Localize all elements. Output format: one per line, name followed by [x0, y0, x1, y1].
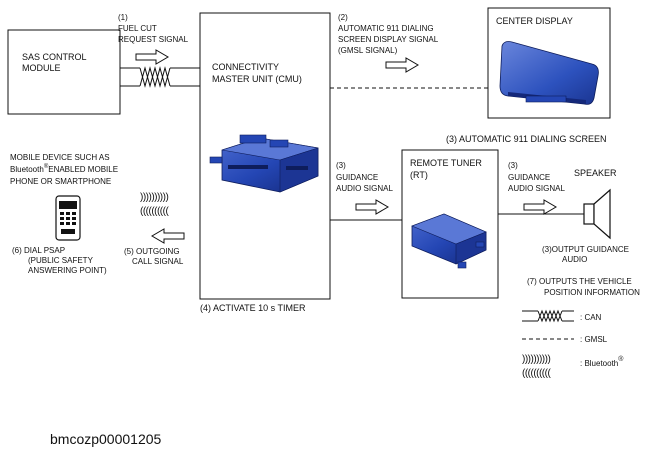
svg-text:(3): (3): [336, 161, 346, 170]
signal-2-label: (2) AUTOMATIC 911 DIALING SCREEN DISPLAY…: [338, 13, 439, 55]
svg-text:GUIDANCE: GUIDANCE: [508, 173, 550, 182]
bluetooth-waves: )))))))))) ((((((((((: [140, 192, 170, 217]
mobile-device-label: MOBILE DEVICE SUCH AS Bluetooth®ENABLED …: [10, 153, 118, 186]
image-code: bmcozp00001205: [50, 431, 162, 447]
svg-text:AUDIO: AUDIO: [562, 255, 587, 264]
svg-text:PHONE OR SMARTPHONE: PHONE OR SMARTPHONE: [10, 177, 111, 186]
svg-text:)))))))))): )))))))))): [140, 192, 168, 203]
svg-text:Bluetooth®ENABLED MOBILE: Bluetooth®ENABLED MOBILE: [10, 163, 118, 174]
signal-1-arrow: [135, 49, 169, 65]
svg-text:((((((((((: ((((((((((: [522, 368, 551, 379]
svg-text:SAS CONTROL: SAS CONTROL: [22, 52, 87, 62]
signal-5-label: (5) OUTGOING CALL SIGNAL: [124, 247, 184, 266]
svg-text:CALL SIGNAL: CALL SIGNAL: [132, 257, 184, 266]
svg-text:POSITION INFORMATION: POSITION INFORMATION: [544, 288, 640, 297]
svg-text:(3): (3): [508, 161, 518, 170]
legend-can-label: : CAN: [580, 313, 602, 322]
legend-can-symbol: [522, 309, 574, 323]
svg-text:GUIDANCE: GUIDANCE: [336, 173, 378, 182]
sas-control-module: SAS CONTROL MODULE: [7, 29, 121, 115]
svg-text:(7) OUTPUTS THE VEHICLE: (7) OUTPUTS THE VEHICLE: [527, 277, 632, 286]
signal-3-guidance-rt-label: (3) GUIDANCE AUDIO SIGNAL: [508, 161, 565, 193]
cmu-device-illustration: [209, 134, 319, 193]
svg-text:AUTOMATIC 911 DIALING: AUTOMATIC 911 DIALING: [338, 24, 434, 33]
signal-3-arrow-cmu-rt: [355, 199, 389, 215]
can-line-sas-cmu: [120, 66, 200, 88]
svg-text:(5) OUTGOING: (5) OUTGOING: [124, 247, 180, 256]
svg-text:AUDIO SIGNAL: AUDIO SIGNAL: [508, 184, 565, 193]
svg-text:((((((((((: ((((((((((: [140, 206, 169, 217]
speaker: SPEAKER: [574, 168, 617, 178]
smartphone-icon: [55, 195, 81, 241]
svg-text:MASTER UNIT (CMU): MASTER UNIT (CMU): [212, 74, 302, 84]
svg-text:(1): (1): [118, 13, 128, 22]
svg-text:REQUEST SIGNAL: REQUEST SIGNAL: [118, 35, 189, 44]
svg-text:CENTER DISPLAY: CENTER DISPLAY: [496, 16, 573, 26]
legend: : CAN : GMSL )))))))))) (((((((((( : Blu…: [522, 309, 624, 379]
signal-3-arrow-rt-speaker: [523, 199, 557, 215]
svg-text:CONNECTIVITY: CONNECTIVITY: [212, 62, 279, 72]
svg-text:MOBILE DEVICE SUCH AS: MOBILE DEVICE SUCH AS: [10, 153, 110, 162]
svg-text:(6) DIAL PSAP: (6) DIAL PSAP: [12, 246, 65, 255]
speaker-icon: [583, 188, 611, 240]
signal-7-label: (7) OUTPUTS THE VEHICLE POSITION INFORMA…: [527, 277, 640, 297]
center-display: CENTER DISPLAY: [487, 7, 611, 119]
signal-3-output-label: (3)OUTPUT GUIDANCE AUDIO: [542, 245, 629, 264]
legend-bluetooth-label: : Bluetooth®: [580, 355, 624, 368]
signal-2-arrow: [385, 57, 419, 73]
svg-text:(PUBLIC SAFETY: (PUBLIC SAFETY: [28, 256, 94, 265]
signal-3-guidance-cmu-label: (3) GUIDANCE AUDIO SIGNAL: [336, 161, 393, 193]
remote-tuner: REMOTE TUNER (RT): [401, 149, 499, 299]
svg-text:(3)OUTPUT GUIDANCE: (3)OUTPUT GUIDANCE: [542, 245, 629, 254]
signal-4-label: (4) ACTIVATE 10 s TIMER: [200, 303, 306, 313]
svg-text:ANSWERING POINT): ANSWERING POINT): [28, 266, 107, 275]
svg-text:FUEL CUT: FUEL CUT: [118, 24, 157, 33]
svg-text:AUDIO SIGNAL: AUDIO SIGNAL: [336, 184, 393, 193]
svg-text:MODULE: MODULE: [22, 63, 61, 73]
svg-text:REMOTE TUNER: REMOTE TUNER: [410, 158, 482, 168]
svg-text:(RT): (RT): [410, 170, 428, 180]
legend-gmsl-label: : GMSL: [580, 335, 608, 344]
svg-text:)))))))))): )))))))))): [522, 354, 550, 365]
signal-6-label: (6) DIAL PSAP (PUBLIC SAFETY ANSWERING P…: [12, 246, 107, 275]
rt-device-illustration: [411, 213, 487, 269]
signal-5-arrow: [151, 228, 185, 244]
svg-text:(2): (2): [338, 13, 348, 22]
svg-text:SCREEN DISPLAY SIGNAL: SCREEN DISPLAY SIGNAL: [338, 35, 439, 44]
svg-text:(GMSL SIGNAL): (GMSL SIGNAL): [338, 46, 398, 55]
signal-1-label: (1) FUEL CUT REQUEST SIGNAL: [118, 13, 189, 44]
svg-text:SPEAKER: SPEAKER: [574, 168, 617, 178]
signal-3-screen-label: (3) AUTOMATIC 911 DIALING SCREEN: [446, 134, 607, 144]
legend-bluetooth-symbol: )))))))))) ((((((((((: [522, 354, 552, 379]
